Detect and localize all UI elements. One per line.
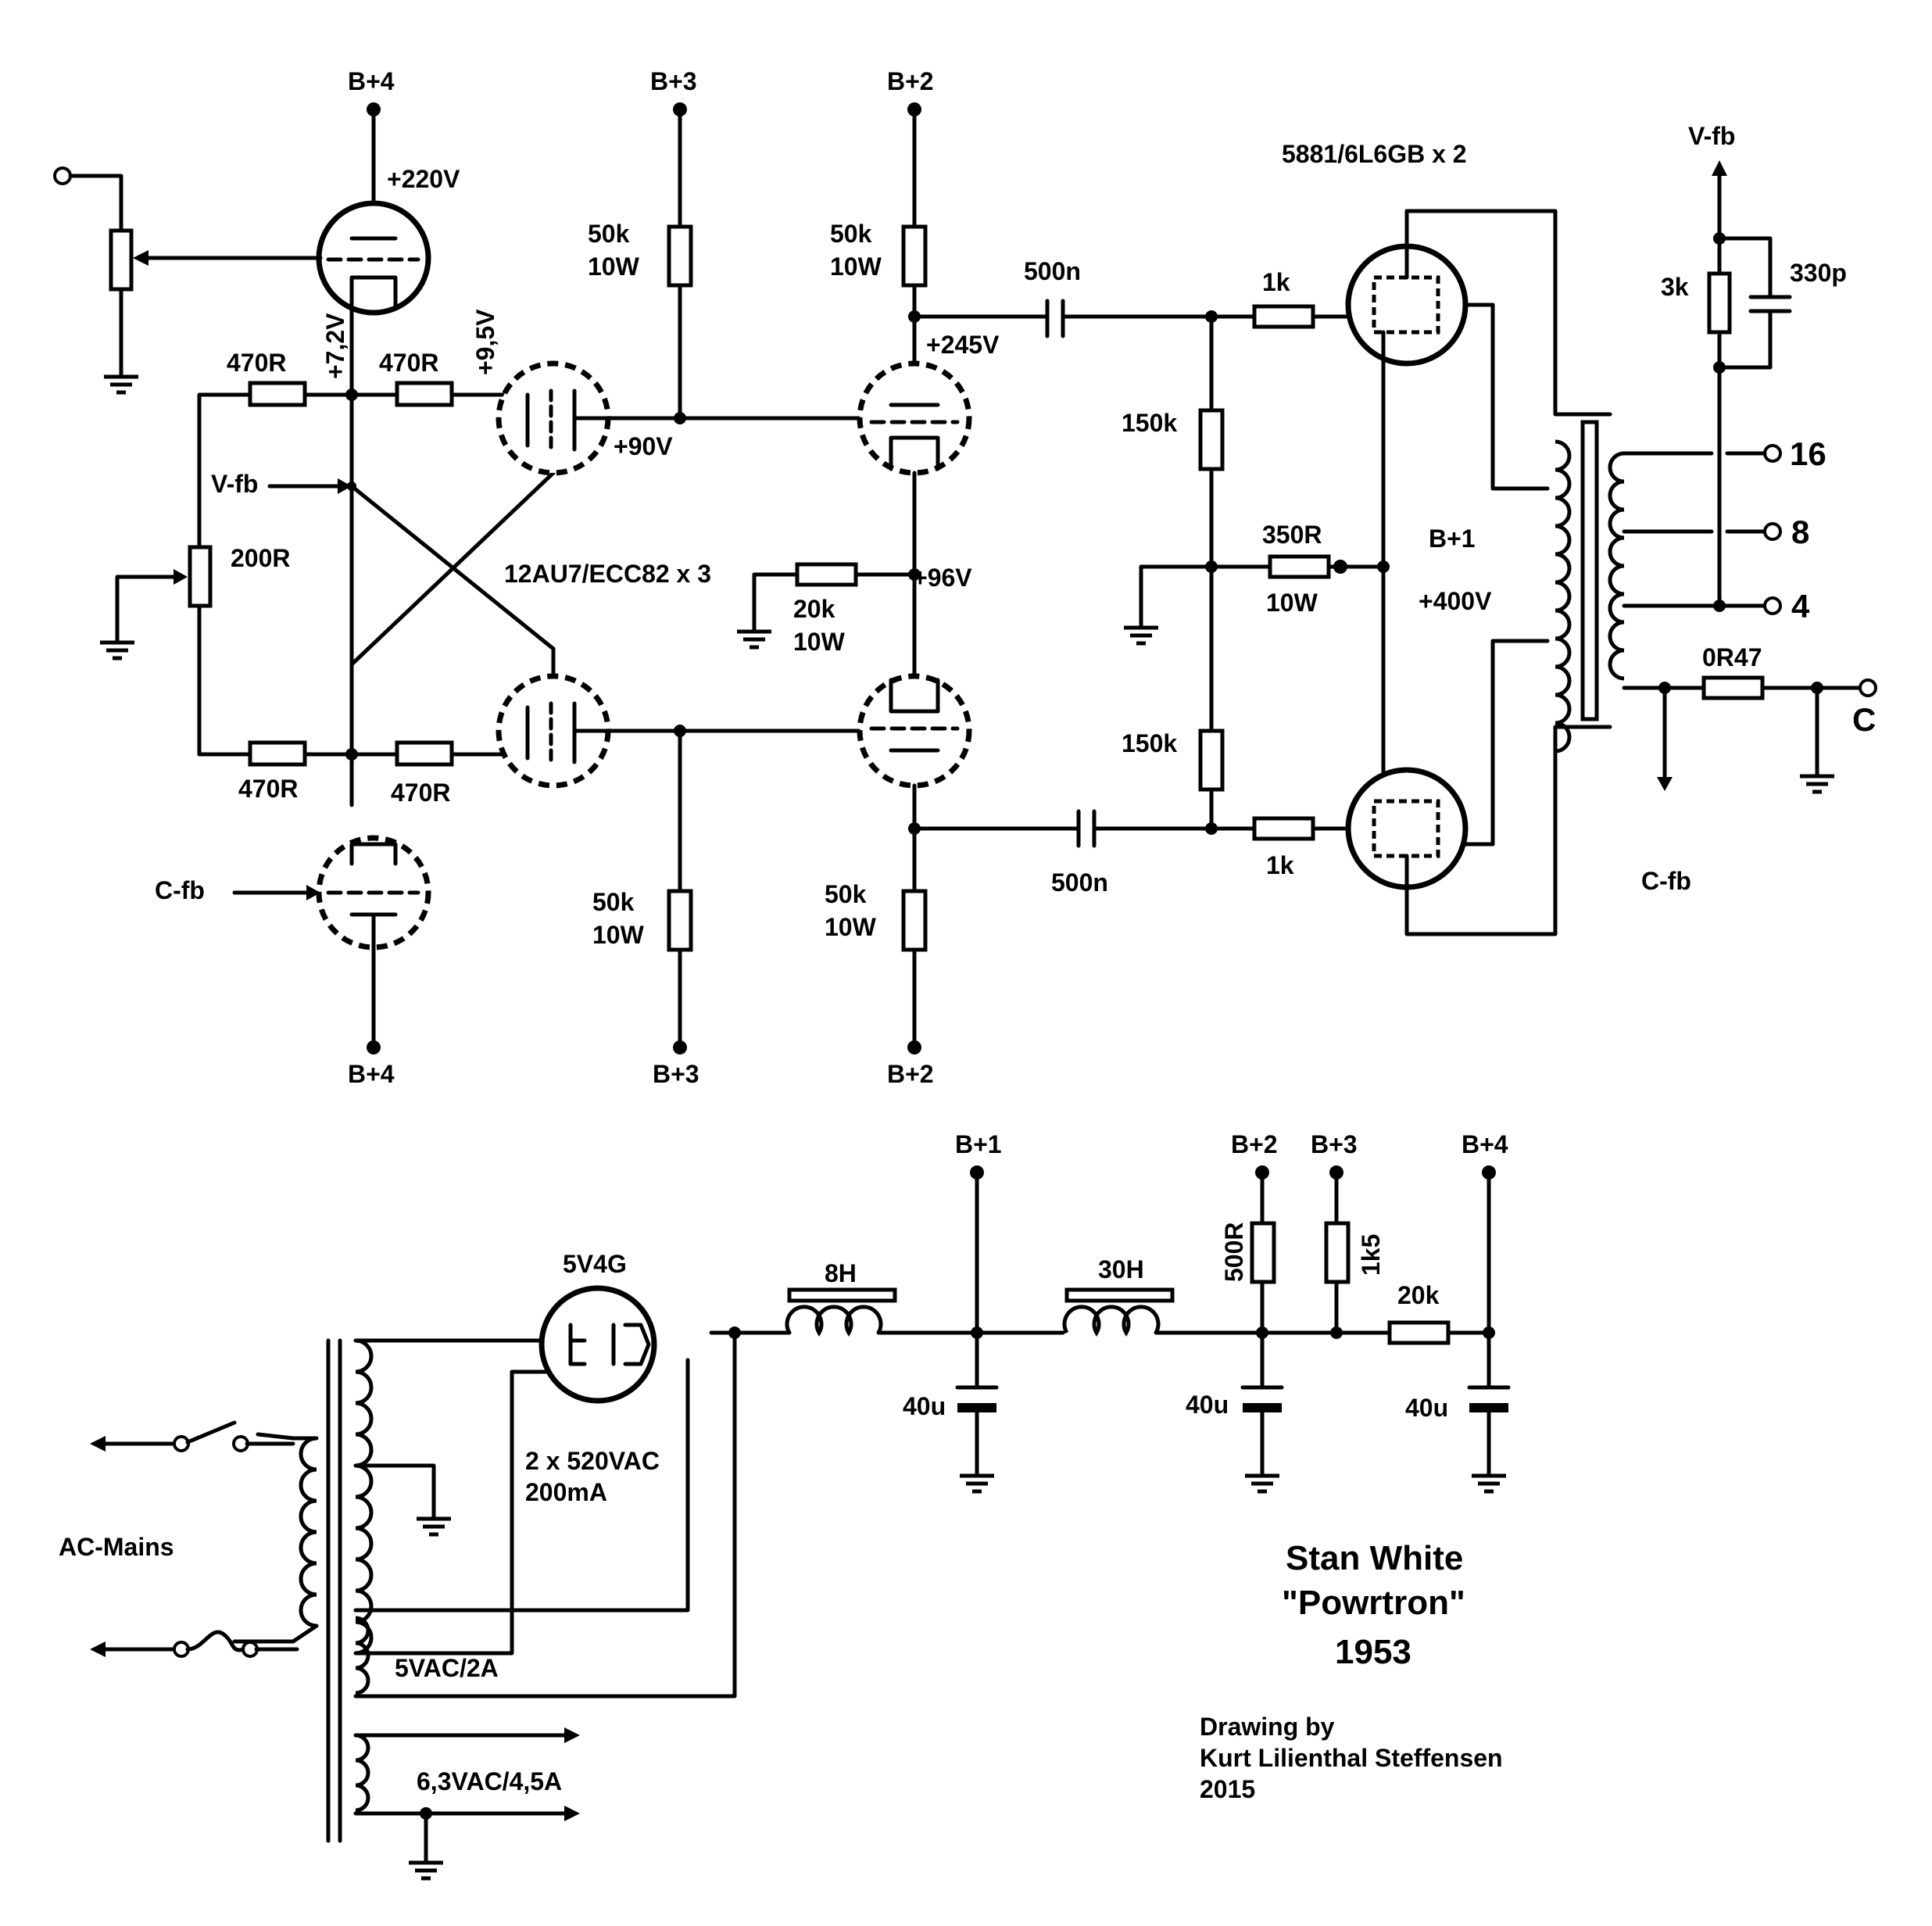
label-plus220: +220V (387, 165, 460, 193)
label-b4-top: B+4 (348, 67, 395, 95)
label-r1k-top: 1k (1262, 268, 1290, 296)
bias-network (1124, 304, 1390, 841)
credit-line1: Drawing by (1200, 1713, 1335, 1741)
label-r20k-a: 20k (793, 595, 835, 623)
amplifier-section (53, 102, 1877, 1054)
label-c40u-3: 40u (1405, 1394, 1448, 1422)
label-tubes-pwr: 5881/6L6GB x 2 (1282, 140, 1467, 168)
label-mains: AC-Mains (59, 1533, 174, 1561)
title-line1: Stan White (1286, 1539, 1463, 1577)
credit-line3: 2015 (1200, 1775, 1255, 1803)
label-c40u-1: 40u (903, 1392, 946, 1420)
label-r50k-a2: 10W (588, 252, 640, 281)
label-r470-bm: 470R (391, 779, 451, 807)
label-r350-b: 10W (1266, 589, 1318, 617)
tube-v2-diff (496, 360, 682, 789)
power-supply (90, 1165, 1511, 1878)
label-r0r47: 0R47 (1702, 643, 1762, 671)
title-line3: 1953 (1335, 1633, 1411, 1671)
label-sec1b: 200mA (525, 1478, 607, 1506)
label-b3-bot: B+3 (653, 1060, 699, 1088)
label-tap16: 16 (1790, 435, 1826, 472)
tube-v1-top (316, 102, 431, 316)
power-tubes (1333, 209, 1612, 936)
label-cfb-left: C-fb (155, 876, 205, 904)
label-c500n-top: 500n (1024, 257, 1081, 285)
label-b4-bot: B+4 (348, 1060, 395, 1088)
label-sec3: 6,3VAC/4,5A (417, 1767, 562, 1795)
credit-line2: Kurt Lilienthal Steffensen (1200, 1744, 1503, 1772)
input-potentiometer (53, 166, 323, 392)
label-r3k: 3k (1661, 273, 1689, 301)
label-sec2: 5VAC/2A (395, 1654, 499, 1682)
label-r150k-top: 150k (1122, 409, 1177, 437)
label-r20k-b: 10W (793, 628, 846, 656)
label-tap4: 4 (1791, 588, 1810, 625)
label-plus245: +245V (926, 331, 1000, 359)
label-plus9v5: +9,5V (471, 309, 499, 375)
label-r470-tm: 470R (379, 349, 439, 377)
label-c40u-2: 40u (1186, 1391, 1229, 1419)
label-r150k-bot: 150k (1122, 729, 1177, 757)
label-sec1: 2 x 520VAC (525, 1447, 660, 1475)
label-vfb-left: V-fb (211, 470, 258, 498)
label-plus96: +96V (913, 564, 972, 592)
schematic-labels: B+4 B+3 B+2 V-fb +220V 470R 470R +7,2V +… (59, 67, 1876, 1803)
b2-loads (737, 102, 928, 1054)
feedback-network (1707, 160, 1792, 374)
input-network (100, 306, 556, 900)
label-r1k5: 1k5 (1357, 1234, 1385, 1276)
label-l30h: 30H (1098, 1255, 1144, 1283)
label-ps-b4: B+4 (1462, 1130, 1508, 1158)
tube-v1-bottom (316, 835, 431, 1054)
label-out-c: C (1852, 701, 1876, 738)
label-plus90: +90V (614, 432, 673, 460)
title-line2: "Powrtron" (1282, 1584, 1465, 1622)
label-r50k-c2: 10W (830, 252, 882, 281)
label-b1: B+1 (1429, 524, 1476, 553)
label-ps-b3: B+3 (1311, 1130, 1358, 1158)
label-b2-bot: B+2 (887, 1060, 934, 1088)
label-b2-top: B+2 (887, 67, 934, 95)
label-ps-b2: B+2 (1231, 1130, 1278, 1158)
label-r50k-a1: 50k (588, 220, 630, 248)
label-c500n-bot: 500n (1051, 868, 1108, 897)
label-r50k-d1: 50k (825, 880, 867, 908)
label-r470-tl: 470R (227, 349, 287, 377)
label-r470-bl: 470R (238, 775, 299, 803)
label-rect: 5V4G (563, 1250, 627, 1278)
label-r200: 200R (231, 544, 291, 572)
label-plus7v2: +7,2V (321, 313, 349, 379)
label-b3-top: B+3 (650, 67, 697, 95)
label-r50k-b1: 50k (592, 888, 635, 916)
label-r50k-d2: 10W (825, 913, 877, 941)
label-r1k-bot: 1k (1266, 851, 1294, 879)
label-cfb-right: C-fb (1641, 867, 1691, 895)
output-transformer (1555, 365, 1877, 792)
label-vfb-top: V-fb (1688, 122, 1735, 150)
label-r350-a: 350R (1262, 521, 1322, 549)
label-c330p: 330p (1790, 259, 1847, 287)
label-tubes-pre: 12AU7/ECC82 x 3 (504, 560, 711, 588)
label-r20k-ps: 20k (1397, 1281, 1440, 1309)
coupling-capacitors (912, 299, 1214, 848)
label-r50k-c1: 50k (830, 220, 872, 248)
label-r50k-b2: 10W (592, 921, 645, 949)
label-ps-b1: B+1 (955, 1130, 1002, 1158)
b3-loads (667, 102, 862, 1054)
label-l8h: 8H (825, 1259, 857, 1287)
label-tap8: 8 (1791, 514, 1809, 550)
label-plus400: +400V (1419, 587, 1492, 615)
label-r500: 500R (1220, 1223, 1248, 1283)
